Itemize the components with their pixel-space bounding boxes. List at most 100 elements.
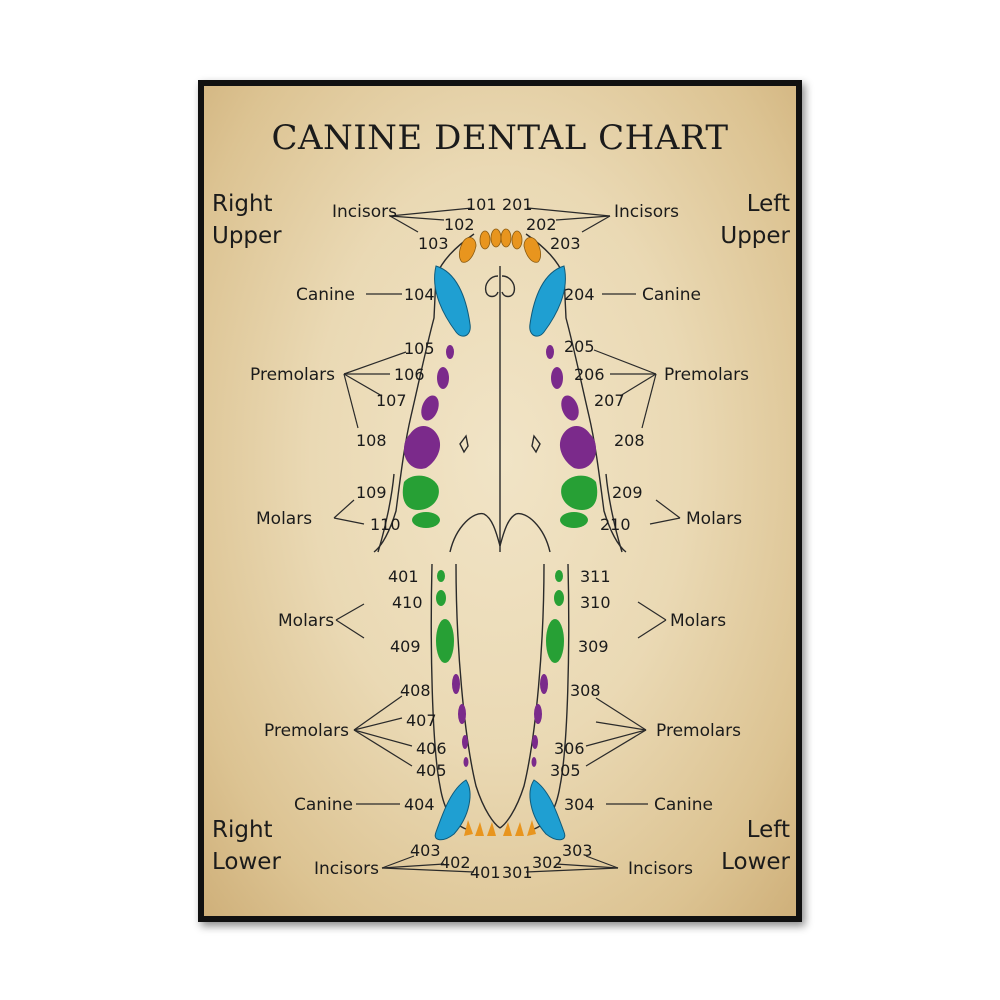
quadrant-label-line: Lower xyxy=(721,849,790,875)
leader-line xyxy=(585,855,619,869)
leader-line xyxy=(595,721,647,731)
upper-cheek-left xyxy=(377,473,395,553)
label-premolars-upper-left: Premolars xyxy=(664,365,749,385)
tooth-201 xyxy=(500,228,512,248)
number-209: 209 xyxy=(612,483,643,502)
label-incisors-lower-right: Incisors xyxy=(314,859,379,879)
tooth-409 xyxy=(436,619,454,663)
number-207: 207 xyxy=(594,391,625,410)
leader-line xyxy=(335,603,365,621)
tooth-301 xyxy=(503,822,512,836)
leader-line xyxy=(637,601,667,621)
tooth-110 xyxy=(412,512,440,528)
group-labels: Incisors Incisors Canine Canine Premolar… xyxy=(250,202,749,879)
number-103: 103 xyxy=(418,234,449,253)
number-106: 106 xyxy=(394,365,425,384)
palate-left-arch xyxy=(449,513,501,553)
number-409: 409 xyxy=(390,637,421,656)
leader-line xyxy=(353,695,403,731)
leader-line xyxy=(655,499,681,519)
tooth-204 xyxy=(529,265,566,337)
tooth-303 xyxy=(527,820,536,836)
number-101: 101 xyxy=(466,195,497,214)
number-401-incisor: 401 xyxy=(470,863,501,882)
label-incisors-lower-left: Incisors xyxy=(628,859,693,879)
chart-title: CANINE DENTAL CHART xyxy=(271,118,729,158)
tooth-numbers: 101 102 103 104 105 106 107 108 109 110 … xyxy=(356,195,645,882)
tooth-304 xyxy=(529,779,566,841)
palate-right-arch xyxy=(499,513,551,553)
number-107: 107 xyxy=(376,391,407,410)
tooth-103 xyxy=(458,237,477,263)
poster: CANINE DENTAL CHART Right Upper Left Upp… xyxy=(204,86,796,916)
leader-line xyxy=(381,867,475,873)
tooth-208 xyxy=(559,425,596,469)
label-molars-upper-left: Molars xyxy=(686,509,742,529)
tooth-306 xyxy=(532,735,538,749)
tooth-311 xyxy=(555,570,563,582)
tooth-210 xyxy=(560,512,588,528)
tooth-305 xyxy=(531,757,537,767)
leader-line xyxy=(525,867,619,873)
tooth-108 xyxy=(404,425,441,469)
number-402: 402 xyxy=(440,853,471,872)
label-premolars-lower-right: Premolars xyxy=(264,721,349,741)
leader-line xyxy=(343,373,383,397)
leader-lines xyxy=(333,207,681,873)
tooth-309 xyxy=(546,619,564,663)
tooth-302 xyxy=(515,822,524,836)
leader-line xyxy=(637,619,667,639)
leader-line xyxy=(555,215,611,221)
tooth-205 xyxy=(546,345,554,359)
number-311: 311 xyxy=(580,567,611,586)
label-molars-lower-left: Molars xyxy=(670,611,726,631)
tooth-401-incisor xyxy=(487,822,496,836)
leader-line xyxy=(381,855,415,869)
leader-line xyxy=(353,717,403,731)
tooth-107 xyxy=(421,395,439,421)
tooth-102 xyxy=(479,230,491,250)
number-308: 308 xyxy=(570,681,601,700)
label-canine-lower-right: Canine xyxy=(294,795,353,815)
foramen-left xyxy=(459,434,469,454)
quadrant-label-line: Lower xyxy=(212,849,281,875)
number-108: 108 xyxy=(356,431,387,450)
tooth-207 xyxy=(561,395,579,421)
nose-left xyxy=(484,275,499,298)
number-408: 408 xyxy=(400,681,431,700)
tooth-310 xyxy=(554,590,564,606)
number-304: 304 xyxy=(564,795,595,814)
mandible-right-inner xyxy=(499,563,545,829)
leader-line xyxy=(389,215,419,233)
number-301: 301 xyxy=(502,863,533,882)
tooth-202 xyxy=(511,230,523,250)
number-401-molar: 401 xyxy=(388,567,419,586)
quadrant-label-right-upper: Right Upper xyxy=(212,188,282,252)
tooth-405 xyxy=(463,757,469,767)
label-canine-lower-left: Canine xyxy=(654,795,713,815)
number-208: 208 xyxy=(614,431,645,450)
tooth-104 xyxy=(434,265,471,337)
leader-line xyxy=(335,619,365,639)
label-canine-upper-left: Canine xyxy=(642,285,701,305)
nose-right xyxy=(501,275,516,298)
quadrant-label-line: Right xyxy=(212,191,273,217)
tooth-101 xyxy=(490,228,502,248)
leader-line xyxy=(527,207,611,217)
leader-line xyxy=(333,517,365,525)
tooth-407 xyxy=(458,704,466,724)
number-104: 104 xyxy=(404,285,435,304)
leader-line xyxy=(585,729,647,747)
tooth-109 xyxy=(402,475,439,510)
leader-line xyxy=(619,373,657,397)
tooth-308 xyxy=(540,674,548,694)
number-210: 210 xyxy=(600,515,631,534)
number-202: 202 xyxy=(526,215,557,234)
number-203: 203 xyxy=(550,234,581,253)
number-204: 204 xyxy=(564,285,595,304)
quadrant-label-line: Right xyxy=(212,817,273,843)
label-premolars-lower-left: Premolars xyxy=(656,721,741,741)
tooth-206 xyxy=(551,367,563,389)
label-canine-upper-right: Canine xyxy=(296,285,355,305)
tooth-410 xyxy=(436,590,446,606)
